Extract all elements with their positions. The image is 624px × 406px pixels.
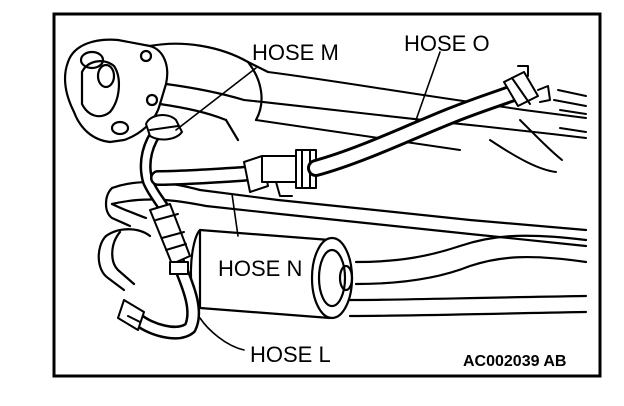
leader-hose-m bbox=[175, 67, 257, 131]
engine-housing bbox=[64, 38, 270, 144]
leader-hose-n bbox=[231, 193, 239, 237]
hose-m-clamp bbox=[145, 114, 183, 141]
bent-tube bbox=[97, 186, 152, 292]
hose-o bbox=[307, 83, 525, 177]
label-hose-m: HOSE M bbox=[252, 40, 339, 65]
hose-l-clamp bbox=[117, 299, 145, 331]
label-hose-l: HOSE L bbox=[250, 342, 331, 367]
hose-n bbox=[150, 164, 270, 186]
figure-code: AC002039 AB bbox=[463, 353, 566, 370]
muffler bbox=[189, 228, 354, 320]
body-panel bbox=[243, 71, 587, 173]
label-hose-o: HOSE O bbox=[404, 31, 490, 56]
leader-hose-l bbox=[199, 317, 245, 351]
leader-hose-o bbox=[415, 51, 441, 121]
hose-o-clamp bbox=[503, 65, 551, 107]
label-hose-n: HOSE N bbox=[218, 256, 302, 281]
hose-l-connector bbox=[149, 203, 191, 275]
hose-coupler bbox=[243, 149, 317, 197]
leader-lines bbox=[175, 51, 441, 351]
